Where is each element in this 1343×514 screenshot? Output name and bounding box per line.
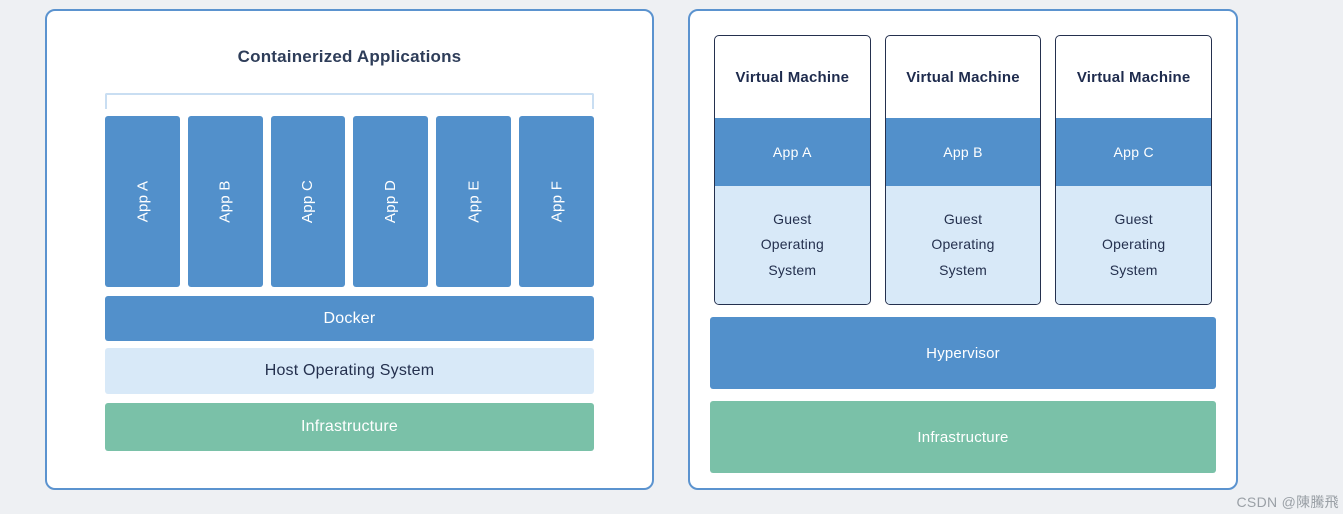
vm-card-1-guest-os: Guest Operating System [715, 186, 870, 304]
container-app-f: App F [519, 116, 594, 287]
infrastructure-layer-left: Infrastructure [105, 403, 594, 451]
vm-card-2: Virtual Machine App B Guest Operating Sy… [884, 35, 1042, 305]
container-app-b: App B [187, 116, 263, 287]
container-app-d-label: App D [382, 179, 400, 224]
host-os-layer: Host Operating System [105, 348, 594, 394]
vm-card-2-app: App B [885, 118, 1041, 186]
containers-panel-title: Containerized Applications [237, 47, 462, 66]
container-app-c-label: App C [299, 179, 317, 224]
vm-card-1: Virtual Machine App A Guest Operating Sy… [714, 35, 871, 305]
vm-card-2-title: Virtual Machine [906, 68, 1020, 86]
vm-card-1-title: Virtual Machine [735, 68, 850, 86]
vm-card-2-guest-os: Guest Operating System [885, 186, 1041, 304]
container-app-b-label: App B [216, 180, 234, 223]
container-app-a: App A [105, 116, 180, 287]
vms-panel: Virtual Machine App A Guest Operating Sy… [688, 9, 1238, 490]
vm-card-3-title: Virtual Machine [1076, 68, 1191, 86]
vm-card-3-app: App C [1056, 118, 1212, 186]
vm-card-3: Virtual Machine App C Guest Operating Sy… [1055, 35, 1213, 305]
vm-cards-row: Virtual Machine App A Guest Operating Sy… [714, 35, 1213, 305]
csdn-watermark: CSDN @陳騰飛 [1236, 494, 1339, 510]
infrastructure-layer-right: Infrastructure [710, 401, 1216, 473]
container-app-e-label: App E [465, 180, 483, 223]
container-app-f-label: App F [548, 180, 566, 223]
containers-panel: Containerized Applications App A App B A… [45, 9, 654, 490]
vm-card-1-app: App A [715, 118, 870, 186]
container-app-d: App D [353, 116, 429, 287]
container-app-e: App E [436, 116, 512, 287]
hypervisor-layer: Hypervisor [710, 317, 1216, 389]
apps-group-bracket [105, 93, 594, 109]
docker-layer: Docker [105, 296, 594, 341]
container-app-a-label: App A [133, 180, 151, 223]
container-app-c: App C [270, 116, 346, 287]
vm-card-3-guest-os: Guest Operating System [1056, 186, 1212, 304]
container-apps-row: App A App B App C App D App E App F [105, 116, 594, 287]
